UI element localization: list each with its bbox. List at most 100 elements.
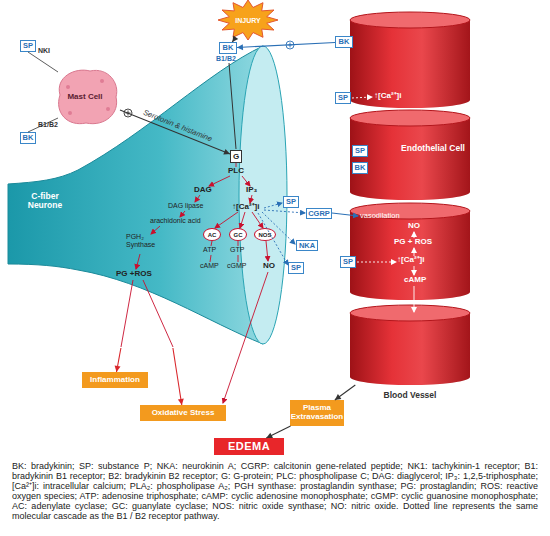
pathway-label: vasodilation xyxy=(360,212,400,220)
node-text: Blood Vessel xyxy=(350,391,470,400)
receptor-link xyxy=(28,118,58,132)
molecule-box: BK xyxy=(20,132,36,144)
arrow-head xyxy=(266,433,273,438)
cylinder-base xyxy=(350,184,470,200)
connector-line xyxy=(335,385,356,400)
cylinder-body xyxy=(350,313,470,377)
shape-outline xyxy=(350,110,470,200)
molecule-box: SP xyxy=(340,256,356,268)
vessel-segment: Blood Vessel xyxy=(350,305,470,385)
plus-circle xyxy=(286,41,294,49)
node-text: CGRP xyxy=(308,210,330,218)
node-text: Endothelial Cell xyxy=(398,144,468,153)
figure-caption: BK: bradykinin; SP: substance P; NKA: ne… xyxy=(12,461,538,521)
node-text: Mast Cell xyxy=(50,65,120,127)
cylinder-base xyxy=(350,92,470,108)
connector-line xyxy=(237,43,335,48)
node-text: Inflammation xyxy=(90,376,140,385)
pathway-label: IP₃ xyxy=(246,186,257,195)
molecule-box: SP xyxy=(283,196,299,208)
connector xyxy=(335,385,356,400)
enzyme-circle: AC xyxy=(203,228,221,241)
connector xyxy=(120,110,230,154)
cylinder-top xyxy=(350,12,470,28)
node-text: SP xyxy=(23,42,33,50)
vasodilation-arrow xyxy=(332,213,358,216)
node-text: NKA xyxy=(299,242,315,250)
pathway-label: PG +ROS xyxy=(116,270,152,279)
granule xyxy=(68,111,72,115)
plus-circle xyxy=(124,109,132,117)
connector xyxy=(173,348,182,405)
connector-line xyxy=(117,348,121,372)
arrow-head xyxy=(223,149,230,155)
node-text: SP xyxy=(286,198,296,206)
release-arrow xyxy=(264,210,305,213)
node-text: G xyxy=(233,153,239,161)
molecule-box: BK xyxy=(335,36,353,48)
molecule-box: SP xyxy=(352,145,368,157)
cylinder-body xyxy=(350,211,470,292)
arrow-head xyxy=(178,399,184,405)
pathway-label: PG + ROS xyxy=(394,238,432,247)
molecule-box: SP xyxy=(288,262,304,274)
cascade-line xyxy=(238,241,239,246)
connector xyxy=(266,426,290,438)
granule xyxy=(106,107,110,111)
mast-cell: Mast Cell xyxy=(50,65,120,127)
pathway-label: GTP xyxy=(230,246,244,254)
release-arrow xyxy=(258,213,288,265)
outcome-box: EDEMA xyxy=(214,438,284,455)
release-arrow xyxy=(262,212,295,244)
node-text: C-fiber Neurone xyxy=(20,192,70,211)
g-protein-box: G xyxy=(230,150,242,163)
cascade-arrow xyxy=(240,212,245,228)
arrow-head xyxy=(237,44,243,50)
node-text: AC xyxy=(208,232,217,238)
neuron-outline xyxy=(8,46,263,344)
node-text: Plasma Extravasation xyxy=(291,404,343,422)
vessel-segment xyxy=(350,203,470,300)
receptor-link xyxy=(28,52,58,72)
connector-line xyxy=(232,40,233,42)
cascade-arrow xyxy=(252,212,263,228)
node-text: SP xyxy=(355,147,365,155)
enzyme-circle: GC xyxy=(229,228,247,241)
neuron-cascade xyxy=(121,163,268,403)
connector xyxy=(117,348,121,372)
connector xyxy=(232,40,233,42)
enzyme-circle: NOS xyxy=(254,228,276,241)
cascade-arrow xyxy=(242,176,250,186)
pathway-label: cAMP xyxy=(200,262,219,270)
outcome-box: Plasma Extravasation xyxy=(290,400,344,426)
arrow-head xyxy=(335,394,342,400)
outcome-box: Inflammation xyxy=(82,372,148,388)
cascade-arrow xyxy=(151,226,160,234)
pathway-label: NO xyxy=(263,262,275,271)
connector xyxy=(237,43,335,48)
vessel-segment xyxy=(350,12,470,108)
node-text: INJURY xyxy=(218,0,278,40)
node-text: BK xyxy=(355,164,366,172)
node-text: EDEMA xyxy=(228,441,270,452)
pathway-label: NKI xyxy=(38,47,50,55)
plus-sign xyxy=(126,111,131,116)
cascade-line xyxy=(121,280,133,347)
node-text: SP xyxy=(291,264,301,272)
connector-line xyxy=(173,348,182,405)
cascade-line xyxy=(238,255,239,262)
cascade-arrow xyxy=(209,176,230,186)
cascade-arrow xyxy=(195,195,200,202)
node-text: BK xyxy=(339,38,350,46)
pathway-label: ↑[Ca²⁺]i xyxy=(374,92,401,101)
receptor-link xyxy=(229,63,236,149)
pathway-label: cAMP xyxy=(404,276,426,285)
pathway-label: B1/B2 xyxy=(216,55,236,63)
pathway-label: ATP xyxy=(203,246,216,254)
node-text: SP xyxy=(343,258,353,266)
release-arrow xyxy=(264,203,282,208)
arrow-head xyxy=(115,366,121,372)
